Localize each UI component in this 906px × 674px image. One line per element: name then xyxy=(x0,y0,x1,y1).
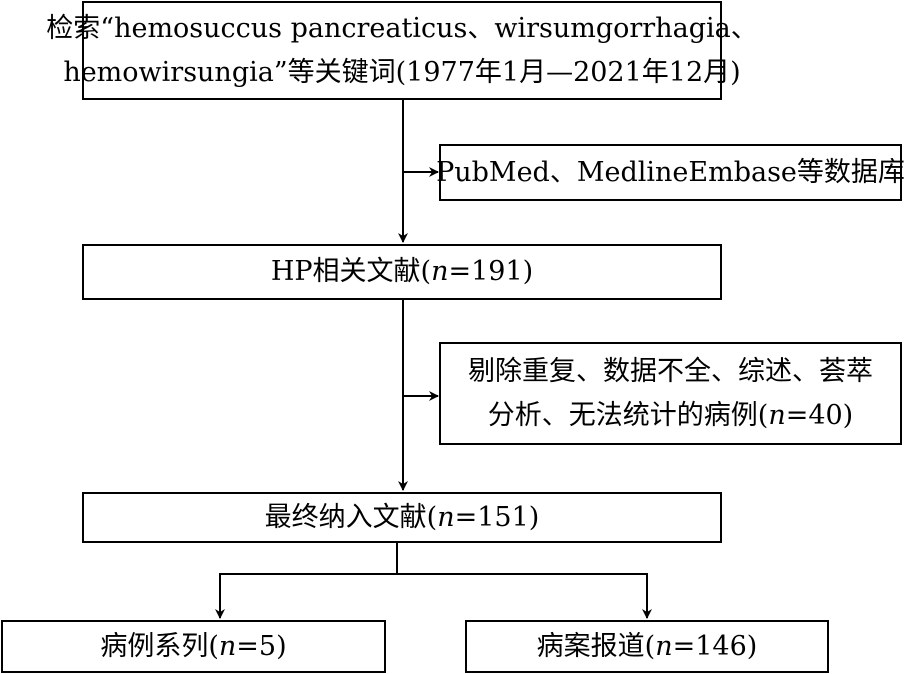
database-text: PubMed、MedlineEmbase等数据库 xyxy=(436,156,905,188)
search-criteria-box: 检索“hemosuccus pancreaticus、wirsumgorrhag… xyxy=(46,1,758,100)
database-box: PubMed、MedlineEmbase等数据库 xyxy=(436,144,905,201)
exclusion-box: 剔除重复、数据不全、综述、荟萃 分析、无法统计的病例(n=40) xyxy=(439,342,902,445)
case-series-label: 病例系列(n=5) xyxy=(100,630,287,662)
search-criteria-line1: 检索“hemosuccus pancreaticus、wirsumgorrhag… xyxy=(46,12,758,44)
search-criteria-line2: hemowirsungia”等关键词(1977年1月—2021年12月) xyxy=(63,56,741,88)
case-report-box: 病案报道(n=146) xyxy=(465,620,829,673)
hp-literature-label: HP相关文献(n=191) xyxy=(270,256,534,287)
final-included-label: 最终纳入文献(n=151) xyxy=(264,501,540,533)
case-report-label: 病案报道(n=146) xyxy=(536,630,758,662)
exclusion-line1: 剔除重复、数据不全、综述、荟萃 xyxy=(468,355,873,387)
case-series-box: 病例系列(n=5) xyxy=(1,620,386,673)
hp-literature-box: HP相关文献(n=191) xyxy=(82,244,722,300)
final-included-box: 最终纳入文献(n=151) xyxy=(82,492,722,543)
exclusion-line2: 分析、无法统计的病例(n=40) xyxy=(487,399,854,431)
